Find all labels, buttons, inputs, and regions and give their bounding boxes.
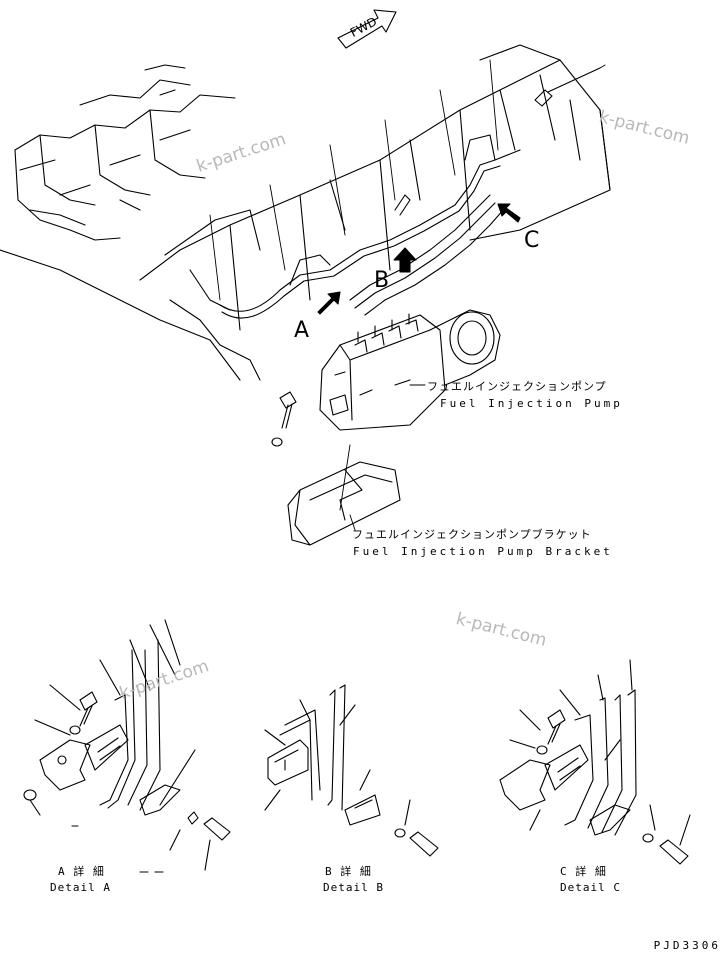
detail-a-drawing — [23, 619, 231, 871]
arrow-a-icon — [317, 291, 341, 315]
arrow-b-icon — [393, 247, 417, 273]
pump-bolt — [271, 391, 297, 447]
forward-arrow-icon — [337, 9, 397, 49]
arrow-c-icon — [497, 203, 521, 223]
detail-c-label-en: Detail C — [560, 881, 621, 894]
detail-a-label-en: Detail A — [50, 881, 111, 894]
detail-b-label-en: Detail B — [323, 881, 384, 894]
engine-block — [0, 44, 611, 381]
bracket-label-jp: フュエルインジェクションポンプブラケット — [352, 528, 592, 541]
bracket-label-en: Fuel Injection Pump Bracket — [353, 545, 613, 558]
detail-b-label-jp: B 詳 細 — [325, 865, 372, 878]
fitting — [534, 67, 601, 107]
callout-b: B — [374, 268, 390, 293]
callout-a: A — [294, 318, 310, 343]
detail-c-label-jp: C 詳 細 — [560, 865, 607, 878]
detail-a-label-jp: A 詳 細 — [58, 865, 105, 878]
pump-label-en: Fuel Injection Pump — [440, 397, 623, 410]
callout-c: C — [524, 228, 540, 253]
fuel-injection-pump-bracket — [287, 461, 401, 546]
detail-b-drawing — [264, 684, 439, 857]
fuel-injection-pipes — [219, 134, 521, 319]
fuel-injection-pump — [319, 309, 501, 431]
leader-lines — [209, 59, 606, 531]
detail-c-drawing — [499, 659, 691, 865]
drawing-code: PJD3306 — [653, 939, 721, 952]
pump-label-jp: フュエルインジェクションポンプ — [427, 380, 607, 393]
